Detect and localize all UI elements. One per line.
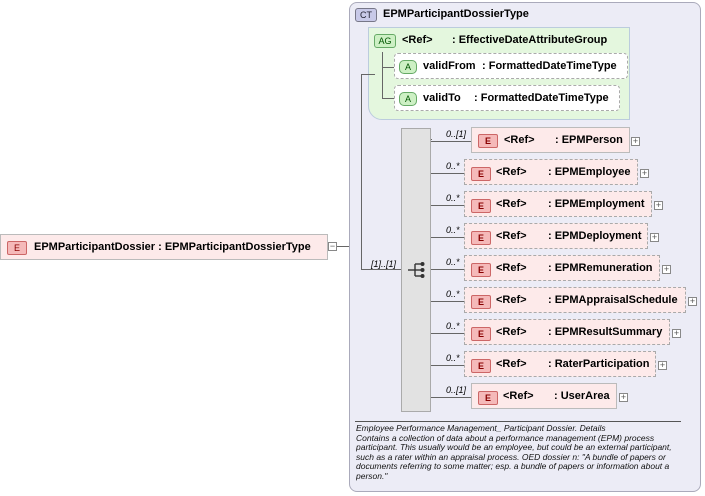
complex-type-name: EPMParticipantDossierType	[383, 8, 529, 20]
element-badge-icon: E	[471, 263, 491, 277]
child-ref: <Ref>	[504, 134, 535, 146]
child-ref: <Ref>	[496, 230, 527, 242]
child-name: : RaterParticipation	[548, 358, 650, 370]
element-badge-icon: E	[471, 231, 491, 245]
documentation-text: Employee Performance Management_ Partici…	[356, 424, 672, 481]
attribute-type: : FormattedDateTimeType	[474, 92, 609, 104]
expand-toggle-icon[interactable]: +	[688, 296, 697, 306]
sequence-occurrence: [1]..[1]	[371, 259, 397, 269]
attribute-group-ref: <Ref>	[402, 34, 433, 46]
connector-line	[431, 205, 464, 206]
connector-line	[431, 139, 432, 140]
documentation-divider	[355, 421, 681, 422]
element-badge-icon: E	[478, 134, 498, 148]
connector-line	[361, 269, 401, 270]
connector-line	[431, 301, 464, 302]
attribute-box-validto[interactable]: A validTo : FormattedDateTimeType	[394, 85, 620, 111]
attribute-box-validfrom[interactable]: A validFrom : FormattedDateTimeType	[394, 53, 628, 79]
child-name: : UserArea	[554, 390, 610, 402]
connector-line	[431, 397, 471, 398]
child-element-raterparticipation[interactable]: E <Ref> : RaterParticipation	[464, 351, 656, 377]
attribute-group-badge-icon: AG	[374, 34, 396, 48]
child-occurrence: 0..*	[446, 321, 460, 331]
connector-line	[431, 365, 464, 366]
root-element-label: EPMParticipantDossier : EPMParticipantDo…	[34, 241, 311, 253]
collapse-toggle-icon[interactable]: −	[328, 241, 337, 251]
connector-line	[431, 237, 464, 238]
child-element-userarea[interactable]: E <Ref> : UserArea	[471, 383, 617, 409]
root-element-box[interactable]: E EPMParticipantDossier : EPMParticipant…	[0, 234, 328, 260]
child-occurrence: 0..*	[446, 257, 460, 267]
child-element-epmperson[interactable]: E <Ref> : EPMPerson	[471, 127, 630, 153]
child-name: : EPMEmployment	[548, 198, 645, 210]
connector-line	[361, 74, 375, 75]
complex-type-badge-icon: CT	[355, 8, 377, 22]
connector-line	[431, 141, 471, 142]
expand-toggle-icon[interactable]: +	[672, 328, 681, 338]
child-ref: <Ref>	[496, 198, 527, 210]
child-element-epmappraisalschedule[interactable]: E <Ref> : EPMAppraisalSchedule	[464, 287, 686, 313]
connector-line	[382, 98, 394, 99]
child-occurrence: 0..*	[446, 161, 460, 171]
expand-toggle-icon[interactable]: +	[654, 200, 663, 210]
child-ref: <Ref>	[496, 294, 527, 306]
attribute-badge-icon: A	[399, 60, 417, 74]
sequence-icon	[408, 262, 425, 278]
element-badge-icon: E	[471, 295, 491, 309]
attribute-type: : FormattedDateTimeType	[482, 60, 617, 72]
element-badge-icon: E	[471, 167, 491, 181]
connector-line	[431, 173, 464, 174]
child-occurrence: 0..[1]	[446, 385, 467, 395]
expand-toggle-icon[interactable]: +	[631, 136, 640, 146]
connector-line	[382, 67, 394, 68]
element-badge-icon: E	[471, 327, 491, 341]
connector-line	[431, 333, 464, 334]
child-name: : EPMEmployee	[548, 166, 631, 178]
child-element-epmemployment[interactable]: E <Ref> : EPMEmployment	[464, 191, 652, 217]
child-name: : EPMResultSummary	[548, 326, 663, 338]
child-element-epmemployee[interactable]: E <Ref> : EPMEmployee	[464, 159, 638, 185]
attribute-group-name: : EffectiveDateAttributeGroup	[452, 34, 608, 46]
sequence-compositor[interactable]	[401, 128, 431, 412]
child-element-epmresultsummary[interactable]: E <Ref> : EPMResultSummary	[464, 319, 670, 345]
attribute-name: validTo	[423, 92, 461, 104]
child-ref: <Ref>	[496, 326, 527, 338]
child-occurrence: 0..*	[446, 193, 460, 203]
child-name: : EPMAppraisalSchedule	[548, 294, 678, 306]
expand-toggle-icon[interactable]: +	[662, 264, 671, 274]
expand-toggle-icon[interactable]: +	[650, 232, 659, 242]
connector-line	[382, 52, 383, 99]
child-element-epmdeployment[interactable]: E <Ref> : EPMDeployment	[464, 223, 648, 249]
child-occurrence: 0..[1]	[446, 129, 467, 139]
child-ref: <Ref>	[496, 166, 527, 178]
element-badge-icon: E	[471, 359, 491, 373]
child-element-epmremuneration[interactable]: E <Ref> : EPMRemuneration	[464, 255, 660, 281]
child-occurrence: 0..*	[446, 353, 460, 363]
child-ref: <Ref>	[496, 358, 527, 370]
child-ref: <Ref>	[496, 262, 527, 274]
child-name: : EPMDeployment	[548, 230, 642, 242]
child-occurrence: 0..*	[446, 289, 460, 299]
connector-line	[361, 74, 362, 270]
element-badge-icon: E	[7, 241, 27, 255]
element-badge-icon: E	[478, 391, 498, 405]
connector-line	[431, 269, 464, 270]
attribute-badge-icon: A	[399, 92, 417, 106]
expand-toggle-icon[interactable]: +	[658, 360, 667, 370]
child-occurrence: 0..*	[446, 225, 460, 235]
element-badge-icon: E	[471, 199, 491, 213]
expand-toggle-icon[interactable]: +	[640, 168, 649, 178]
child-name: : EPMRemuneration	[548, 262, 653, 274]
connector-line	[337, 246, 349, 247]
attribute-name: validFrom	[423, 60, 476, 72]
expand-toggle-icon[interactable]: +	[619, 392, 628, 402]
child-name: : EPMPerson	[555, 134, 623, 146]
child-ref: <Ref>	[503, 390, 534, 402]
